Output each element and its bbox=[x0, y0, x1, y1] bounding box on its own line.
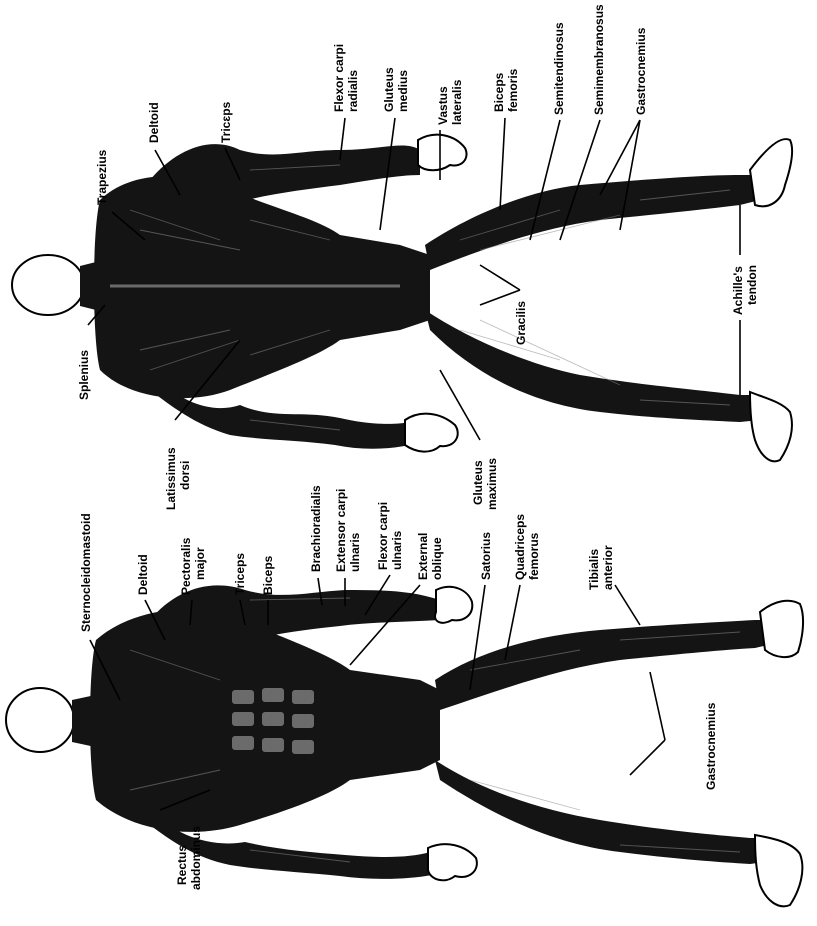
back-hand-bottom bbox=[405, 414, 458, 452]
back-head bbox=[12, 255, 84, 315]
label-flexor-carpi-ulnaris-1: Flexor carpi bbox=[376, 502, 390, 570]
label-gluteus-maximus-2: maximus bbox=[485, 458, 499, 510]
label-latissimus-dorsi-2: dorsi bbox=[178, 461, 192, 490]
label-satorius: Satorius bbox=[479, 532, 493, 580]
label-vastus-lateralis-2: lateralis bbox=[450, 79, 464, 125]
label-tibialis-anterior-1: Tibialis bbox=[587, 549, 601, 590]
label-gastrocnemius-back: Gastrocnemius bbox=[634, 27, 648, 115]
label-latissimus-dorsi-1: Latissimus bbox=[164, 447, 178, 510]
label-flexor-carpi-ulnaris-2: ulnaris bbox=[390, 530, 404, 570]
label-biceps: Biceps bbox=[261, 555, 275, 595]
label-trapezius: Trapezius bbox=[95, 149, 109, 205]
label-splenius: Splenius bbox=[77, 350, 91, 400]
label-gracilis: Gracilis bbox=[514, 301, 528, 345]
label-brachioradialis: Brachioradialis bbox=[309, 485, 323, 572]
label-triceps-back: Tricɛps bbox=[219, 101, 233, 143]
label-semimembranosus: Semimembranosus bbox=[592, 4, 606, 115]
label-triceps-front: Triceps bbox=[233, 553, 247, 595]
front-view-figure bbox=[6, 585, 803, 906]
label-gluteus-maximus-1: Gluteus bbox=[471, 460, 485, 505]
label-external-oblique-1: External bbox=[416, 533, 430, 580]
label-quadriceps-femorus-2: femorus bbox=[527, 532, 541, 580]
front-foot-top bbox=[760, 601, 803, 657]
label-deltoid-front: Deltoid bbox=[136, 554, 150, 595]
front-head bbox=[6, 688, 74, 752]
label-gluteus-medius-1: Gluteus bbox=[382, 67, 396, 112]
back-leg-top bbox=[425, 175, 760, 270]
label-achilles-tendon-2: tendon bbox=[745, 265, 759, 305]
label-pectoralis-major-1: Pectoralis bbox=[179, 537, 193, 595]
label-flexor-carpi-radialis-1: Flexor carpi bbox=[332, 44, 346, 112]
back-foot-bottom bbox=[750, 392, 792, 461]
label-semitendinosus: Semitendinosus bbox=[552, 22, 566, 115]
back-hand-top bbox=[418, 135, 467, 171]
back-arm-top bbox=[150, 144, 420, 207]
label-gluteus-medius-2: medius bbox=[396, 70, 410, 112]
front-abdominal-blocks bbox=[232, 688, 314, 754]
label-quadriceps-femorus-1: Quadriceps bbox=[513, 514, 527, 580]
back-view-figure bbox=[12, 135, 792, 462]
back-leg-bottom bbox=[425, 310, 760, 422]
label-achilles-tendon-1: Achille's bbox=[731, 266, 745, 315]
front-hand-top bbox=[435, 587, 472, 623]
label-external-oblique-2: oblique bbox=[430, 537, 444, 580]
label-pectoralis-major-2: major bbox=[193, 547, 207, 580]
label-vastus-lateralis-1: Vastus bbox=[436, 86, 450, 125]
label-gastrocnemius-front: Gastrocnemius bbox=[704, 702, 718, 790]
label-extensor-carpi-ulnaris-1: Extensor carpi bbox=[334, 489, 348, 572]
front-arm-top bbox=[150, 585, 440, 646]
label-tibialis-anterior-2: anterior bbox=[601, 545, 615, 590]
label-deltoid-back: Deltoid bbox=[147, 102, 161, 143]
back-foot-top bbox=[750, 139, 792, 206]
label-rectus-abdominus-2: abdominus bbox=[189, 826, 203, 890]
label-sternocleidomastoid: Sternocleidomastoid bbox=[79, 513, 93, 632]
label-biceps-femoris-1: Biceps bbox=[492, 72, 506, 112]
front-hand-bottom bbox=[428, 844, 477, 880]
label-biceps-femoris-2: femoris bbox=[506, 68, 520, 112]
label-flexor-carpi-radialis-2: radialis bbox=[346, 70, 360, 112]
label-extensor-carpi-ulnaris-2: ulnaris bbox=[348, 532, 362, 572]
label-rectus-abdominus-1: Rectus bbox=[175, 845, 189, 885]
front-foot-bottom bbox=[755, 835, 802, 906]
